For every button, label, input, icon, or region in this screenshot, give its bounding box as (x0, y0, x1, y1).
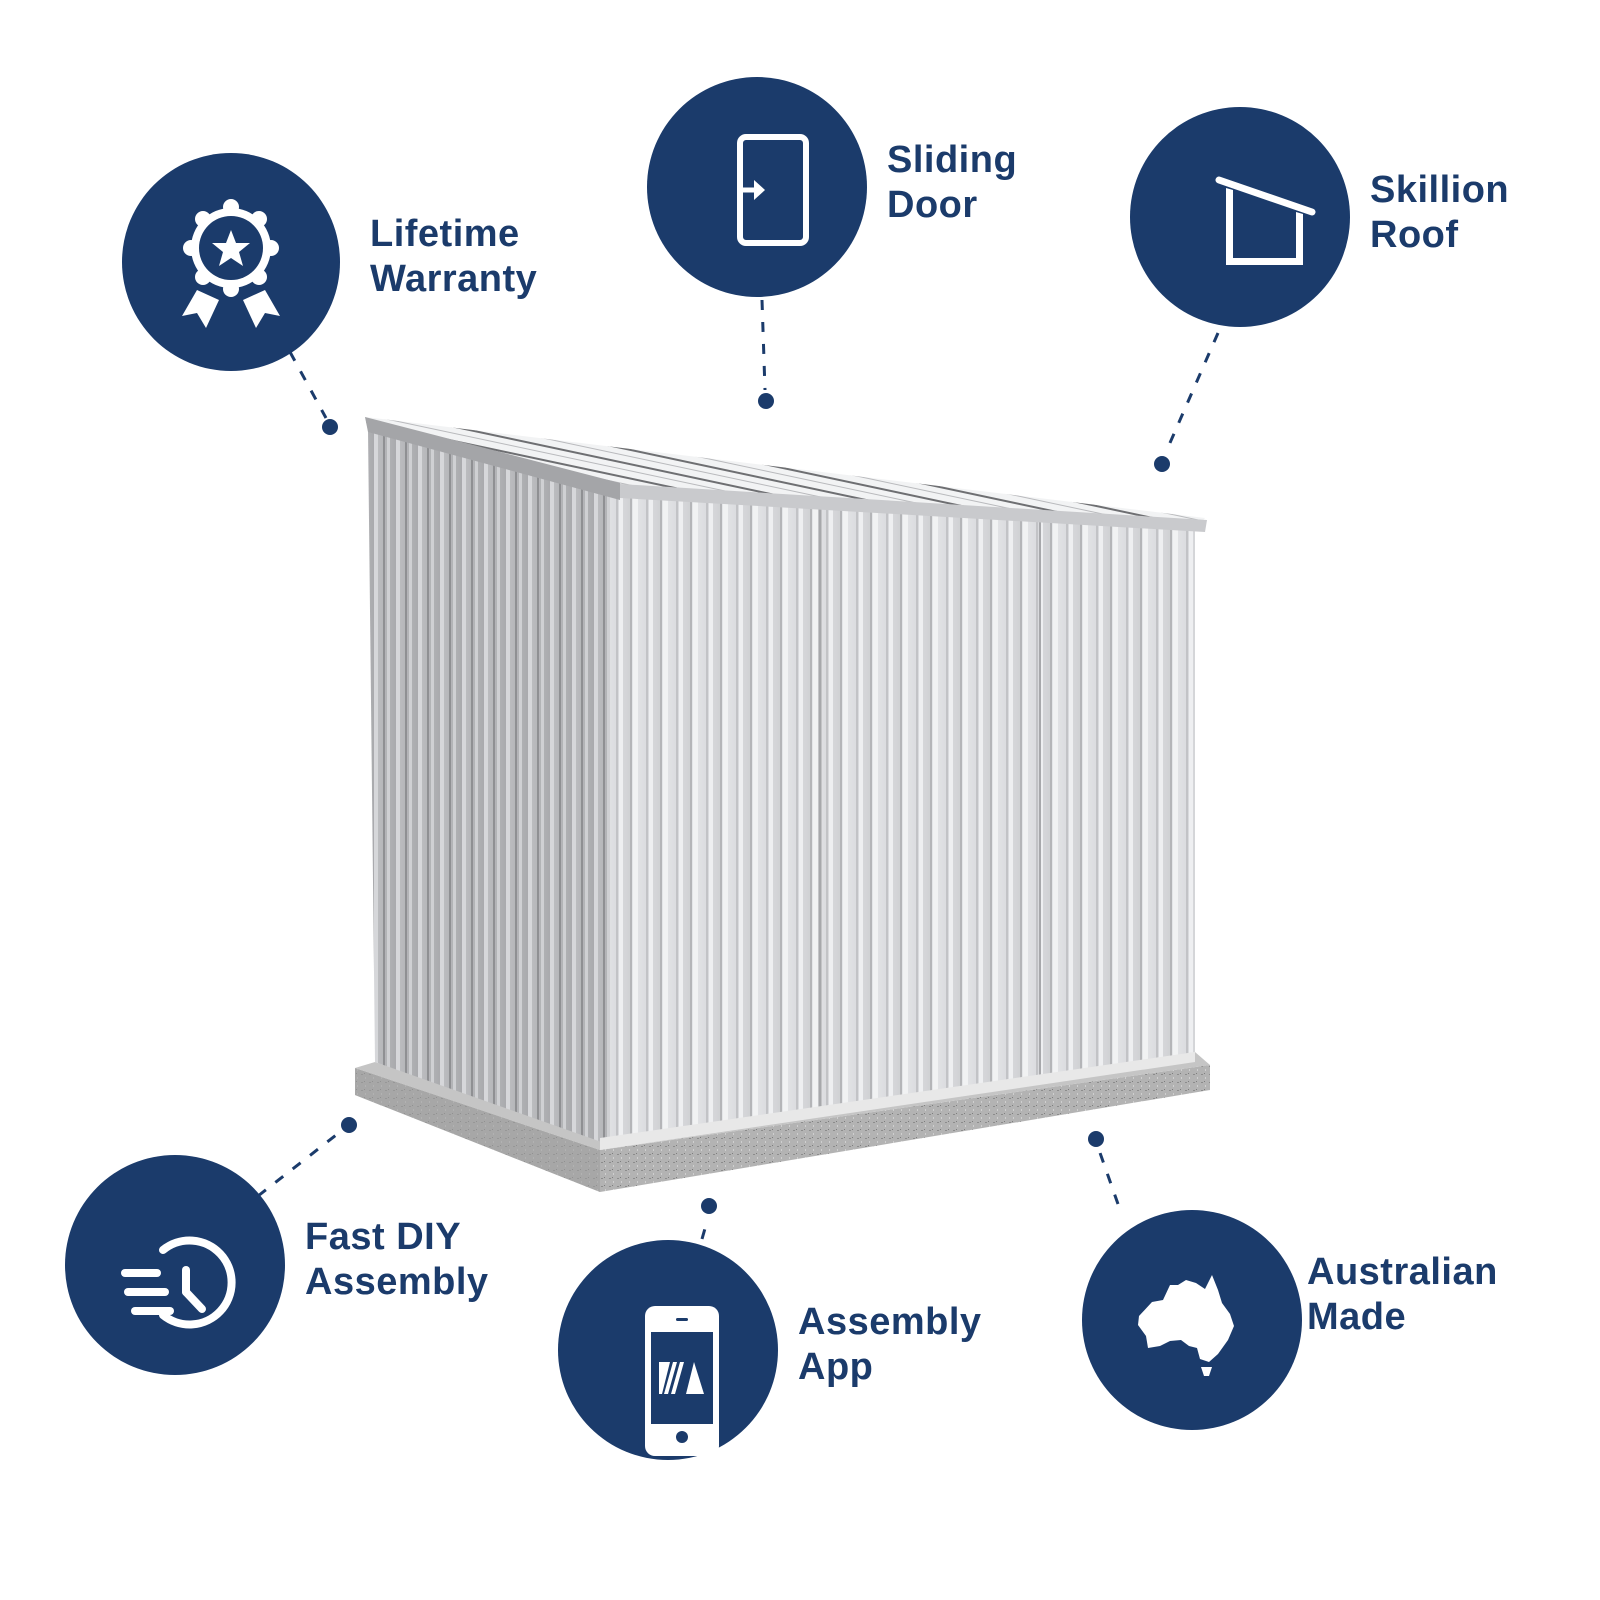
label-line-1: Lifetime (370, 213, 520, 255)
label-line-2: Assembly (305, 1261, 489, 1303)
connector-lines (257, 299, 1220, 1240)
label-line-2: Roof (1370, 214, 1459, 256)
fast-clock-icon (121, 1236, 236, 1329)
australian-made-label: Australian Made (1307, 1250, 1498, 1340)
shed-image (355, 417, 1210, 1192)
label-line-2: Warranty (370, 258, 538, 300)
sliding-door-badge (647, 77, 867, 297)
label-line-1: Australian (1307, 1251, 1498, 1293)
skillion-roof-badge (1130, 107, 1350, 327)
award-ribbon-star-icon (182, 199, 280, 328)
connector-dots (322, 393, 1170, 1214)
skillion-roof-house-icon (1215, 176, 1316, 216)
lifetime-warranty-badge (122, 153, 340, 371)
label-line-2: App (798, 1346, 874, 1388)
label-line-1: Fast DIY (305, 1216, 462, 1258)
australian-made-badge (1082, 1210, 1302, 1430)
fast-diy-assembly-label: Fast DIY Assembly (305, 1215, 489, 1305)
label-line-1: Sliding (887, 139, 1018, 181)
sliding-door-label: Sliding Door (887, 138, 1017, 228)
sliding-door-icon (737, 134, 809, 246)
smartphone-app-icon (645, 1306, 719, 1456)
label-line-1: Skillion (1370, 169, 1510, 211)
label-line-2: Made (1307, 1296, 1407, 1338)
assembly-app-label: Assembly App (798, 1300, 982, 1390)
label-line-1: Assembly (798, 1301, 982, 1343)
assembly-app-badge (558, 1240, 778, 1460)
fast-diy-assembly-badge (65, 1155, 285, 1375)
label-line-2: Door (887, 184, 978, 226)
lifetime-warranty-label: Lifetime Warranty (370, 212, 537, 302)
australia-map-icon (1138, 1275, 1234, 1376)
skillion-roof-label: Skillion Roof (1370, 168, 1509, 258)
